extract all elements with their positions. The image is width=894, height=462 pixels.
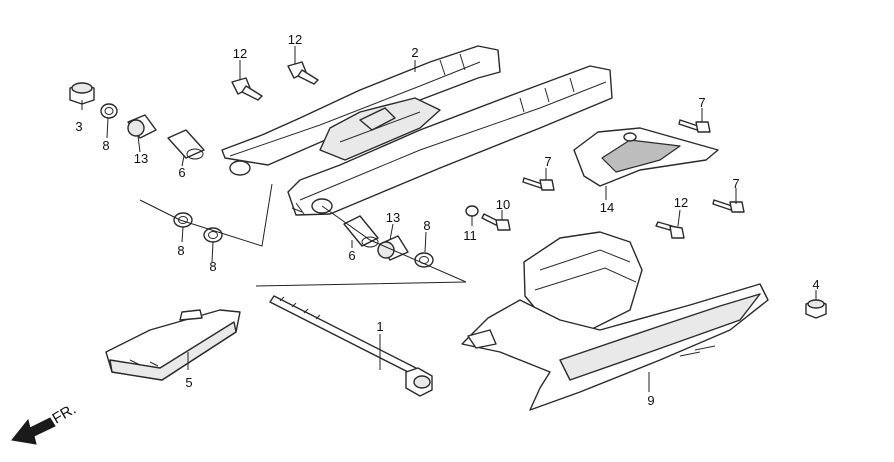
flange-bolt-part bbox=[287, 61, 319, 85]
callout-2: 2 bbox=[411, 45, 418, 60]
flange-bolt-part bbox=[231, 77, 263, 101]
callout-7-left: 7 bbox=[544, 154, 551, 169]
callout-13-upper: 13 bbox=[134, 151, 148, 166]
callout-4: 4 bbox=[812, 277, 819, 292]
callout-12-left: 12 bbox=[233, 46, 247, 61]
callout-7-right: 7 bbox=[732, 176, 739, 191]
rear-fender-part bbox=[461, 231, 769, 411]
flange-bolt-part bbox=[655, 221, 685, 239]
washer-part bbox=[414, 252, 434, 268]
chain-guard-part bbox=[573, 127, 719, 187]
washer-part bbox=[100, 103, 118, 119]
callout-6-upper: 6 bbox=[178, 165, 185, 180]
chain-slider-part bbox=[105, 309, 241, 381]
needle-bearing-part bbox=[127, 114, 157, 139]
callout-3: 3 bbox=[75, 119, 82, 134]
callout-12-mid: 12 bbox=[288, 32, 302, 47]
collar-nut-part bbox=[69, 82, 95, 105]
front-arrow-icon bbox=[11, 417, 56, 445]
needle-bearing-part bbox=[377, 235, 409, 261]
callout-labels: 1 2 3 4 5 6 6 7 7 7 8 8 8 8 9 10 11 12 1… bbox=[75, 32, 819, 408]
bolt-part bbox=[678, 119, 711, 133]
bolt-part bbox=[522, 177, 555, 191]
swingarm-part bbox=[221, 45, 613, 216]
callout-9: 9 bbox=[647, 393, 654, 408]
callout-6-lower: 6 bbox=[348, 248, 355, 263]
callout-8-mid-left: 8 bbox=[177, 243, 184, 258]
callout-1: 1 bbox=[376, 319, 383, 334]
callout-8-top: 8 bbox=[102, 138, 109, 153]
callout-13-lower: 13 bbox=[386, 210, 400, 225]
pivot-shaft-part bbox=[269, 295, 433, 397]
leader-lines bbox=[81, 46, 817, 392]
bolt-part bbox=[481, 213, 511, 231]
callout-7-top: 7 bbox=[698, 95, 705, 110]
front-direction-indicator: FR. bbox=[11, 401, 79, 445]
callout-8-mid-right: 8 bbox=[423, 218, 430, 233]
callout-14: 14 bbox=[600, 200, 614, 215]
callout-10: 10 bbox=[496, 197, 510, 212]
callout-8-mid: 8 bbox=[209, 259, 216, 274]
bolt-part bbox=[712, 199, 745, 213]
collar-part bbox=[343, 215, 379, 248]
nut-part bbox=[805, 299, 827, 319]
small-washer-part bbox=[465, 205, 479, 217]
collar-part bbox=[167, 129, 205, 160]
callout-5: 5 bbox=[185, 375, 192, 390]
washer-part bbox=[173, 212, 193, 228]
callout-11: 11 bbox=[463, 228, 477, 243]
callout-12-right: 12 bbox=[674, 195, 688, 210]
